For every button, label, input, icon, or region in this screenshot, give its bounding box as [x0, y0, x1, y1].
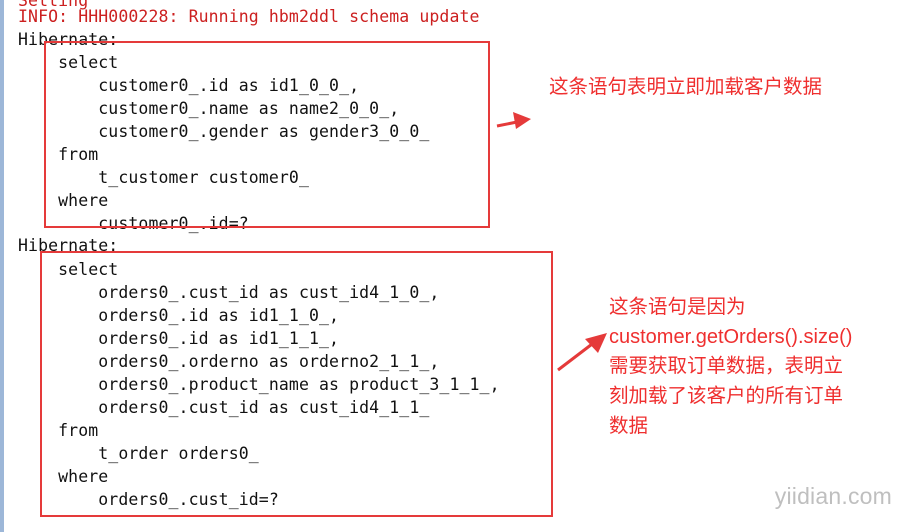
sql-condition-2: orders0_.cust_id=?	[18, 490, 279, 509]
first-query-highlight	[44, 41, 490, 228]
site-watermark: yiidian.com	[774, 483, 892, 509]
sql-from-2: from	[18, 421, 99, 440]
console-left-rule	[0, 0, 4, 532]
sql-select-1: select	[18, 53, 119, 72]
second-arrow-head	[585, 333, 607, 353]
info-log-line: INFO: HHH000228: Running hbm2ddl schema …	[18, 7, 480, 26]
sql-table-2: t_order orders0_	[18, 444, 259, 463]
sql-column-7: orders0_.orderno as orderno2_1_1_,	[18, 352, 440, 371]
sql-where-2: where	[18, 467, 109, 486]
second-annotation-line-5: 数据	[609, 414, 649, 437]
sql-column-2: customer0_.name as name2_0_0_,	[18, 99, 400, 118]
second-annotation-line-4: 刻加载了该客户的所有订单	[609, 384, 844, 407]
sql-column-9: orders0_.cust_id as cust_id4_1_1_	[18, 398, 430, 417]
sql-column-8: orders0_.product_name as product_3_1_1_,	[18, 375, 500, 394]
second-annotation-method: customer.getOrders().size()	[609, 326, 853, 348]
sql-column-6: orders0_.id as id1_1_1_,	[18, 329, 340, 348]
sql-column-1: customer0_.id as id1_0_0_,	[18, 76, 360, 95]
sql-column-4: orders0_.cust_id as cust_id4_1_0_,	[18, 283, 440, 302]
first-annotation: 这条语句表明立即加载客户数据	[549, 75, 823, 98]
sql-column-3: customer0_.gender as gender3_0_0_	[18, 122, 430, 141]
hibernate-label-1: Hibernate:	[18, 30, 119, 49]
sql-column-5: orders0_.id as id1_1_0_,	[18, 306, 340, 325]
sql-table-1: t_customer customer0_	[18, 168, 309, 187]
second-query-highlight	[40, 251, 553, 517]
sql-condition-1: customer0_.id=?	[18, 214, 249, 233]
sql-from-1: from	[18, 145, 99, 164]
sql-where-1: where	[18, 191, 109, 210]
partially-visible-top-line: Setting	[18, 0, 219, 10]
hibernate-label-2: Hibernate:	[18, 236, 119, 255]
second-annotation-line-1: 这条语句是因为	[609, 295, 746, 318]
first-arrow-head	[513, 112, 531, 129]
second-annotation-line-3: 需要获取订单数据，表明立	[609, 354, 844, 377]
sql-select-2: select	[18, 260, 119, 279]
